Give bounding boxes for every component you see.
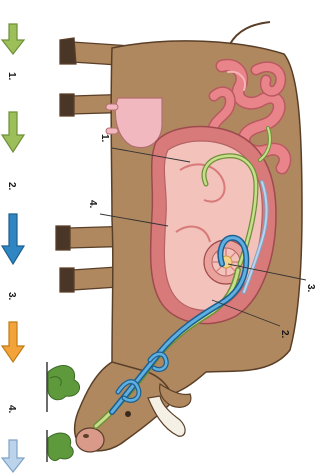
- callout-label-2: 2.: [279, 330, 290, 339]
- legend: 1. 2. 3. 4.: [2, 24, 24, 472]
- callout-label-1: 1.: [99, 134, 110, 143]
- legend-label-4: 4.: [6, 405, 17, 414]
- legend-label-3: 3.: [6, 292, 17, 301]
- legend-label-2: 2.: [6, 182, 17, 191]
- legend-label-1: 1.: [6, 72, 17, 81]
- callout-label-4: 4.: [87, 200, 98, 209]
- legend-arrow-2: [2, 112, 24, 152]
- legend-arrow-1: [2, 24, 24, 54]
- legend-arrow-5: [2, 440, 24, 472]
- grass: [47, 362, 80, 462]
- legend-arrow-3: [2, 214, 24, 264]
- stomach: [151, 127, 276, 324]
- legend-arrow-4: [2, 322, 24, 362]
- cow-tail: [230, 22, 270, 44]
- callout-label-3: 3.: [305, 284, 316, 293]
